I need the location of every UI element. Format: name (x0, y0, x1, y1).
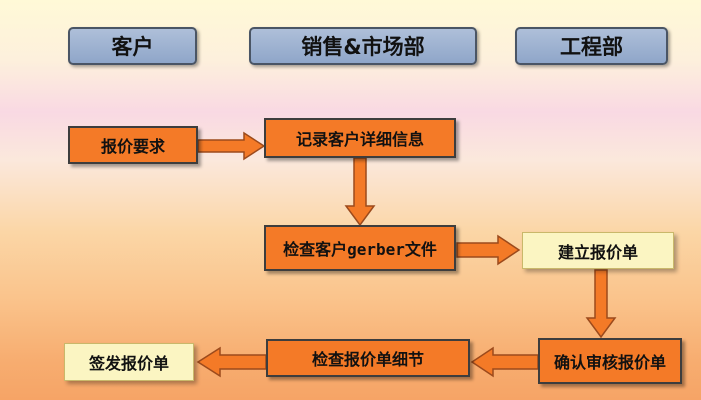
node-check-gerber-prefix: 检查客户 (283, 240, 348, 259)
node-check-gerber-mono: gerber (347, 240, 405, 259)
node-issue-quote-label: 签发报价单 (88, 354, 169, 373)
node-create-quote: 建立报价单 (522, 232, 674, 269)
node-confirm-review-label: 确认审核报价单 (553, 353, 666, 372)
lane-header-customer-label: 客户 (111, 35, 154, 59)
node-record-info-label: 记录客户详细信息 (295, 130, 424, 149)
node-quote-request: 报价要求 (68, 126, 198, 164)
lane-header-customer: 客户 (68, 27, 197, 65)
node-check-gerber: 检查客户gerber文件 (264, 225, 456, 271)
arrow-confirm-to-details (470, 346, 539, 378)
node-quote-request-label: 报价要求 (100, 137, 165, 156)
arrow-record-to-check (344, 157, 376, 227)
node-create-quote-label: 建立报价单 (557, 242, 638, 262)
node-confirm-review: 确认审核报价单 (538, 338, 682, 384)
lane-header-engineering-label: 工程部 (560, 35, 623, 59)
arrow-create-to-confirm (585, 269, 617, 339)
arrow-check-to-create (456, 234, 521, 266)
lane-header-sales: 销售&市场部 (249, 27, 477, 65)
arrow-details-to-issue (196, 346, 267, 378)
arrow-request-to-record (197, 131, 266, 161)
node-issue-quote: 签发报价单 (64, 343, 194, 381)
node-check-gerber-suffix: 文件 (404, 240, 437, 259)
node-check-details-label: 检查报价单细节 (311, 350, 424, 369)
lane-header-sales-label: 销售&市场部 (301, 35, 425, 59)
node-record-info: 记录客户详细信息 (264, 118, 456, 158)
node-check-gerber-label: 检查客户gerber文件 (283, 236, 437, 260)
node-check-details: 检查报价单细节 (266, 339, 470, 377)
lane-header-engineering: 工程部 (515, 27, 668, 65)
